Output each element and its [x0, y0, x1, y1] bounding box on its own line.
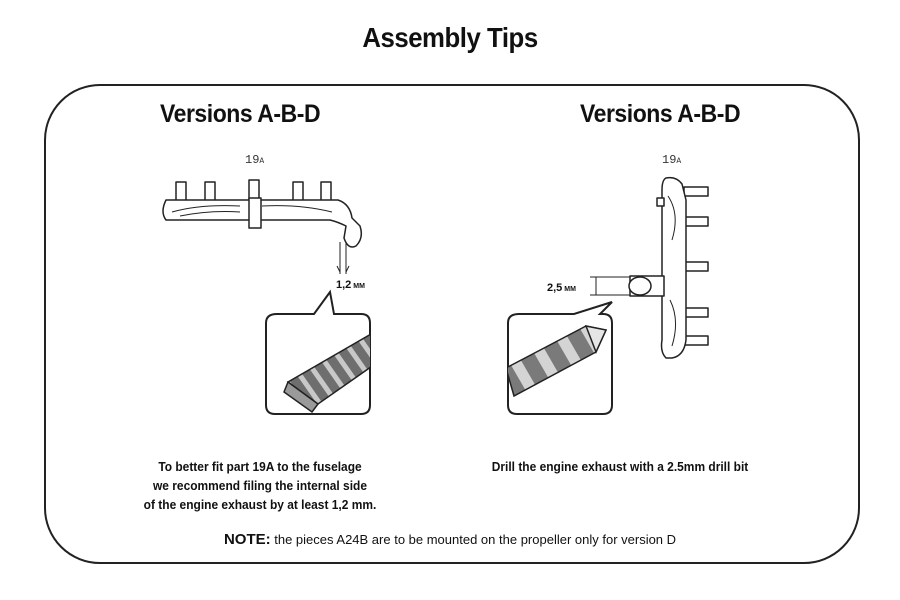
left-filed-exhaust-closeup	[283, 328, 370, 414]
left-exhaust-panel-lines	[171, 205, 333, 217]
left-exhaust-part	[162, 179, 363, 248]
left-exhaust-body	[162, 199, 363, 248]
note: NOTE: the pieces A24B are to be mounted …	[0, 531, 900, 548]
right-exhaust-panel-lines	[667, 195, 676, 347]
right-dimension-unit: MM	[564, 286, 576, 293]
right-exhaust-nub	[656, 197, 665, 207]
right-exhaust-body	[660, 176, 687, 359]
right-part-label: 19A	[662, 153, 681, 167]
tips-frame	[44, 84, 860, 564]
left-heading: Versions A-B-D	[160, 100, 321, 128]
page-title: Assembly Tips	[362, 22, 538, 53]
left-dimension-lines	[336, 242, 350, 274]
right-exhaust-opening	[628, 276, 652, 296]
right-drill-bit-closeup	[508, 324, 608, 398]
left-caption-line: To better fit part 19A to the fuselage	[158, 459, 362, 474]
right-exhaust-part	[628, 176, 709, 359]
left-exhaust-tab	[248, 197, 262, 229]
right-part-number: 19	[662, 153, 677, 167]
left-caption: To better fit part 19A to the fuselage w…	[122, 457, 398, 514]
right-dimension-value: 2,5	[547, 282, 563, 294]
right-heading: Versions A-B-D	[580, 100, 741, 128]
right-caption: Drill the engine exhaust with a 2.5mm dr…	[491, 459, 749, 474]
right-part-suffix: A	[676, 157, 682, 166]
left-caption-line: of the engine exhaust by at least 1,2 mm…	[143, 497, 377, 512]
right-exhaust-stacks	[683, 186, 709, 346]
left-part-label: 19A	[245, 153, 264, 167]
left-part-number: 19	[245, 153, 260, 167]
left-part-suffix: A	[259, 157, 265, 166]
left-caption-line: we recommend filing the internal side	[152, 478, 367, 493]
left-dimension-value: 1,2	[336, 279, 352, 291]
note-text: the pieces A24B are to be mounted on the…	[270, 532, 677, 547]
note-label: NOTE:	[223, 531, 271, 548]
right-dimension-lines	[590, 276, 630, 296]
left-dimension-unit: MM	[353, 283, 365, 290]
